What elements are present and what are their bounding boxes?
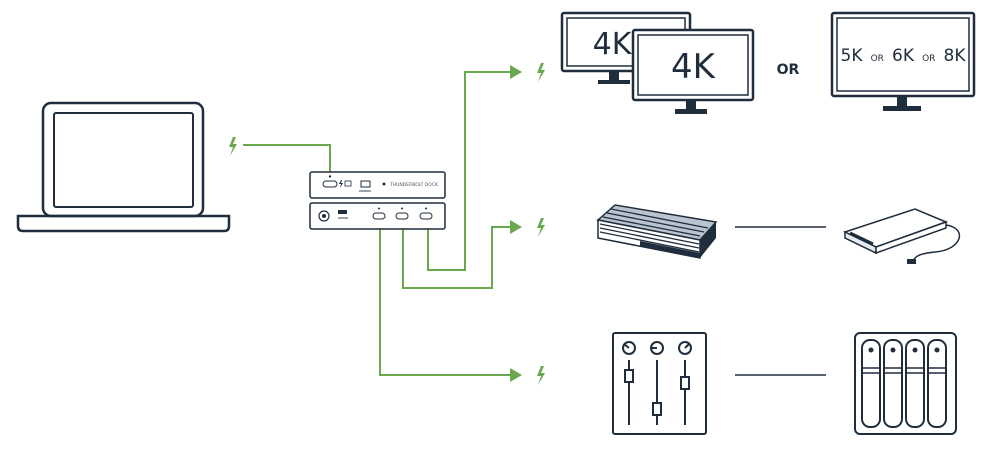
- monitor-icon: 5K OR 6K OR 8K: [830, 11, 976, 111]
- thunderbolt-icons: [229, 63, 545, 385]
- arrowheads: [510, 65, 522, 382]
- thunderbolt-icon: [537, 63, 545, 82]
- single-monitor-resolutions: 5K OR 6K OR 8K: [841, 46, 967, 66]
- monitor-back-resolution: 4K: [593, 27, 633, 62]
- portable-ssd-icon: [843, 208, 961, 264]
- res-or-2: OR: [922, 54, 935, 64]
- res-8k: 8K: [944, 46, 967, 66]
- arrow-monitors-icon: [510, 65, 522, 79]
- arrow-audio-icon: [510, 368, 522, 382]
- dock-to-audio-line: [379, 229, 510, 376]
- monitor-icon: 4K: [560, 11, 692, 84]
- monitor-front-resolution: 4K: [671, 47, 717, 87]
- thunderbolt-icon: [537, 366, 545, 385]
- nas-raid-icon: [854, 332, 957, 435]
- thunderbolt-icon: [537, 218, 545, 237]
- dock-to-storage-line: [402, 226, 510, 289]
- res-5k: 5K: [841, 46, 864, 66]
- dock-label: THUNDERBOLT DOCK: [389, 182, 439, 188]
- audio-mixer-icon: [612, 332, 707, 435]
- connection-lines: [243, 71, 510, 376]
- res-6k: 6K: [892, 46, 915, 66]
- or-label: OR: [777, 62, 800, 78]
- arrow-storage-icon: [510, 220, 522, 234]
- storage-drive-icon: [596, 204, 718, 259]
- laptop-to-dock-line: [243, 144, 331, 172]
- dock-to-monitors-line: [427, 71, 510, 271]
- res-or-1: OR: [871, 54, 884, 64]
- thunderbolt-icon: [229, 137, 237, 156]
- dock-icon: THUNDERBOLT DOCK: [309, 171, 446, 230]
- laptop-icon: [16, 101, 231, 233]
- monitor-icon: 4K: [631, 28, 755, 114]
